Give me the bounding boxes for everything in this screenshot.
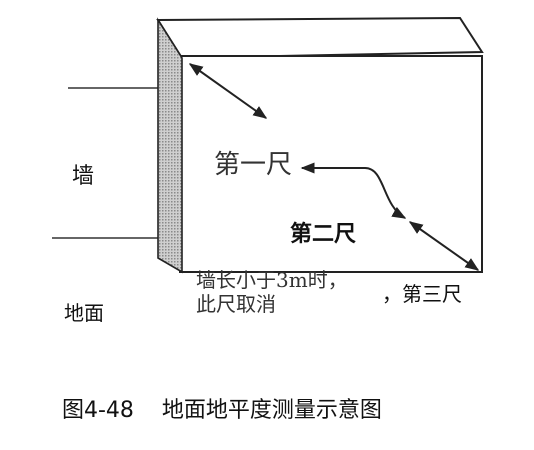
wall-label: 墙 xyxy=(72,164,95,189)
box-left-face xyxy=(157,17,183,274)
ruler-3-arrow xyxy=(408,221,480,271)
ruler-3-label: ，第三尺 xyxy=(382,282,462,306)
note-line-2: 此尺取消 xyxy=(196,292,276,316)
ruler-2-label: 第二尺 xyxy=(290,222,357,247)
ruler-2-arrow xyxy=(300,162,407,219)
box-top-face xyxy=(156,16,484,60)
ruler-1-label: 第一尺 xyxy=(214,150,293,180)
figure-caption: 图4-48 地面地平度测量示意图 xyxy=(62,398,382,423)
floor-label: 地面 xyxy=(64,301,104,325)
ruler-1-arrow xyxy=(188,63,268,119)
note-line-1: 墙长小于3m时， xyxy=(196,268,348,292)
